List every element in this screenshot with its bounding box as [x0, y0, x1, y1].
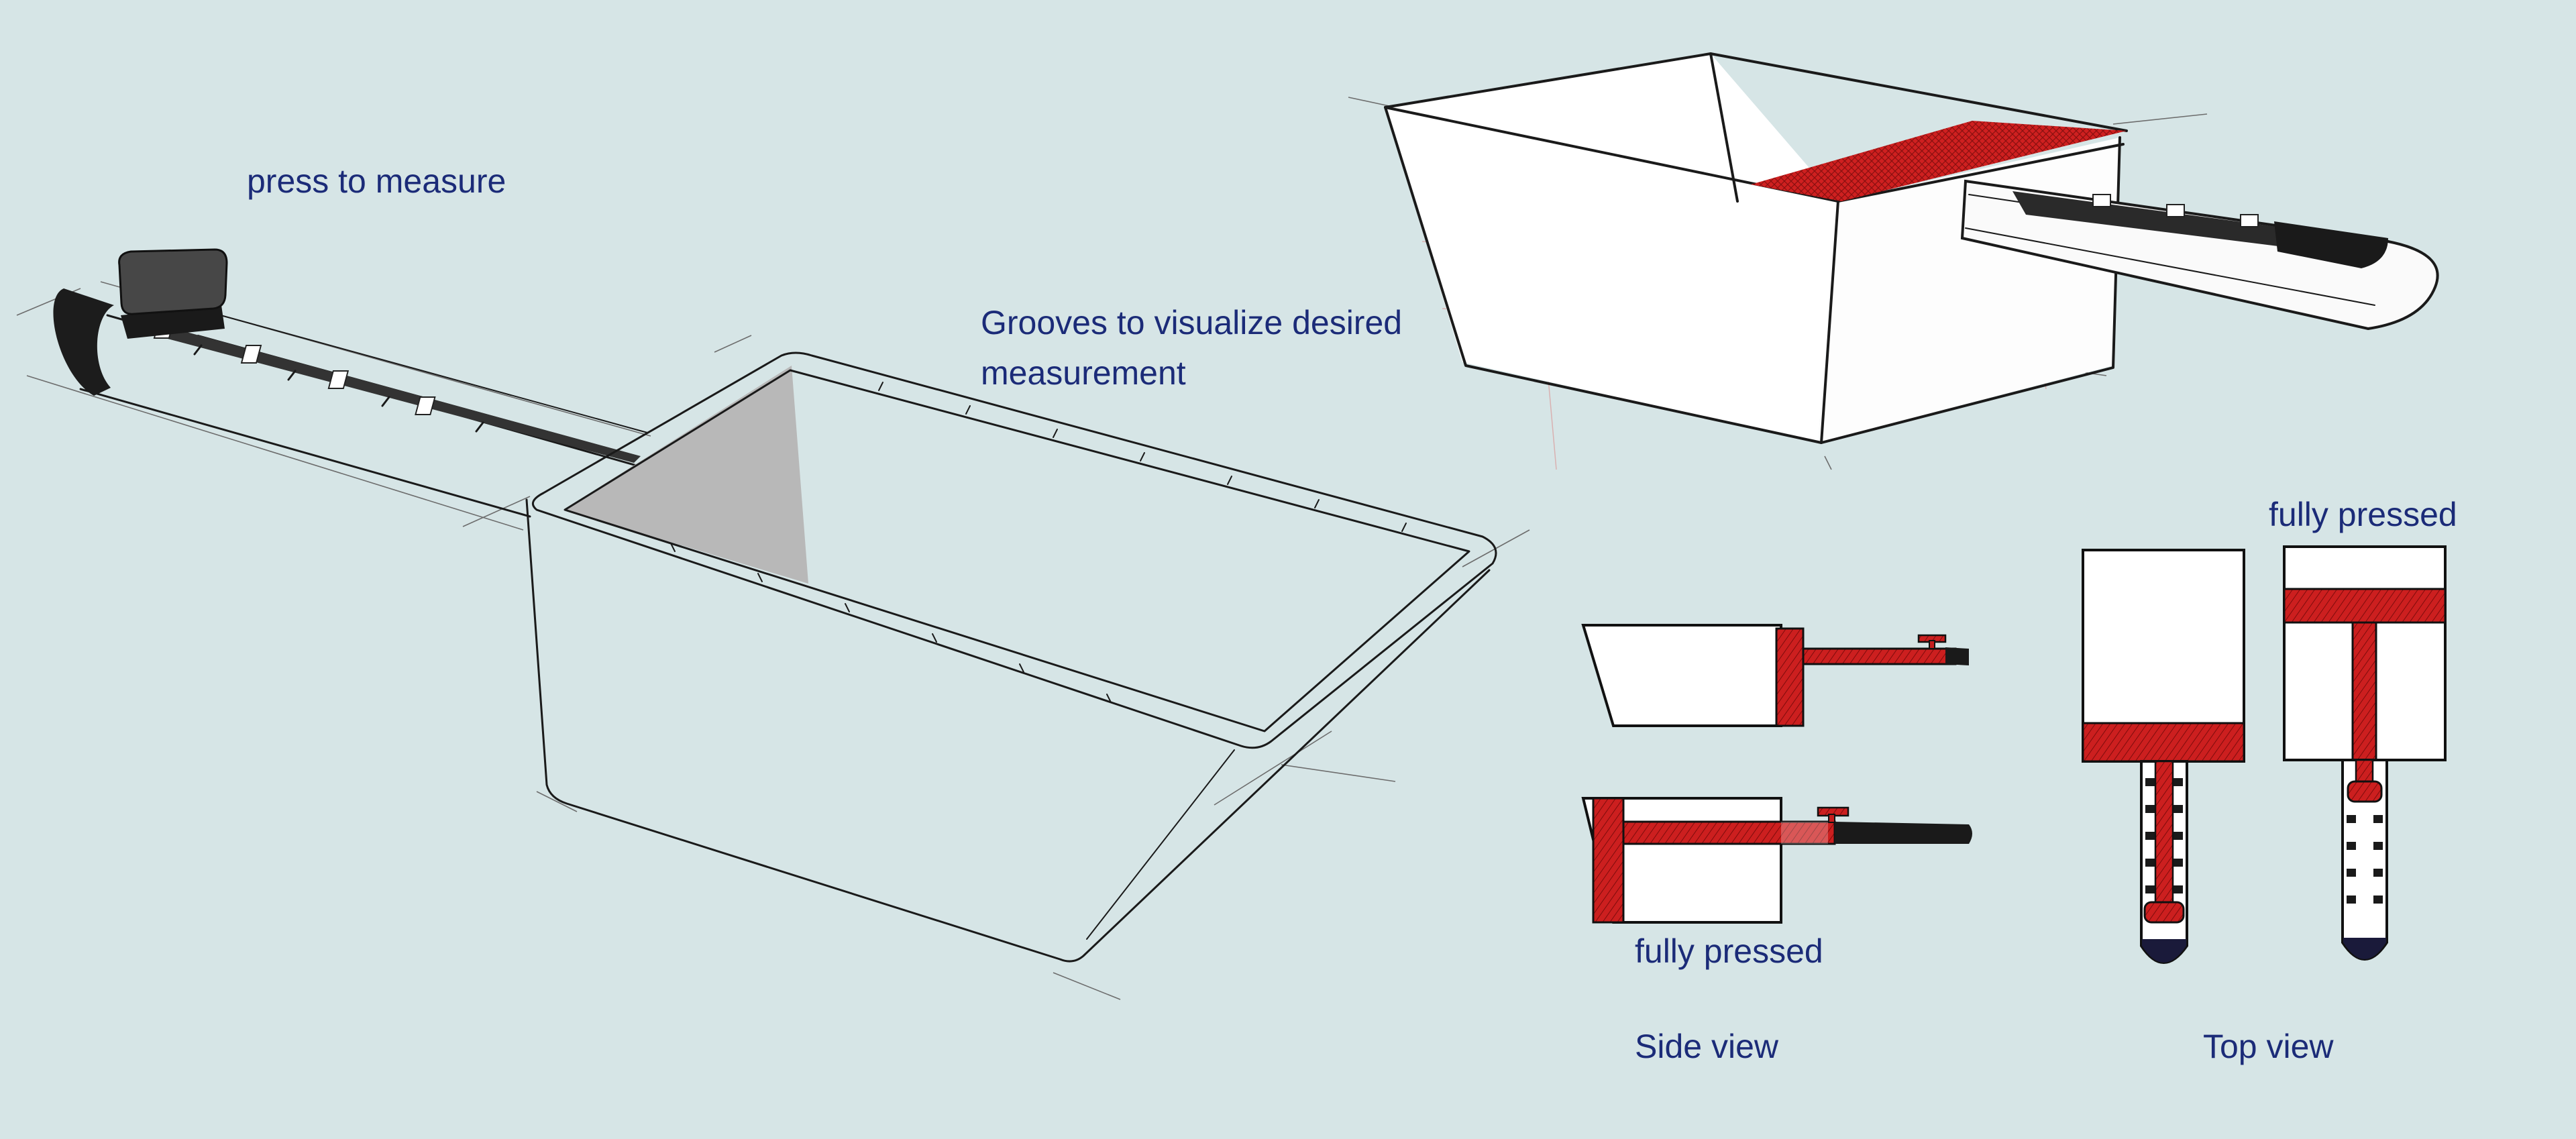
side-view-normal	[1581, 624, 1969, 727]
handle-tick-marks	[193, 344, 484, 433]
inner-back-wall	[564, 366, 808, 584]
label-fully-pressed-side: fully pressed	[1635, 932, 1823, 970]
measuring-rod	[168, 329, 641, 463]
perspective-handle	[1960, 179, 2439, 331]
label-press-to-measure: press to measure	[247, 162, 506, 200]
label-fully-pressed-top: fully pressed	[2269, 496, 2457, 533]
rim-grooves	[670, 382, 1407, 703]
top-view-normal	[2082, 549, 2245, 964]
side-view-fully-pressed	[1581, 797, 1972, 924]
main-scoop-3d-sketch	[16, 248, 1530, 1000]
scoop-body	[525, 351, 1497, 963]
red-plunger-plate	[1751, 121, 2127, 201]
label-side-view: Side view	[1635, 1028, 1778, 1065]
grip-end	[53, 288, 114, 396]
scoop-outline	[1384, 52, 2128, 444]
top-view-fully-pressed	[2283, 545, 2447, 961]
label-top-view: Top view	[2203, 1028, 2334, 1065]
press-button-icon	[118, 248, 228, 339]
label-grooves-line2: measurement	[981, 354, 1186, 392]
perspective-scoop-sketch	[1348, 52, 2439, 470]
label-grooves-line1: Grooves to visualize desired	[981, 304, 1403, 341]
